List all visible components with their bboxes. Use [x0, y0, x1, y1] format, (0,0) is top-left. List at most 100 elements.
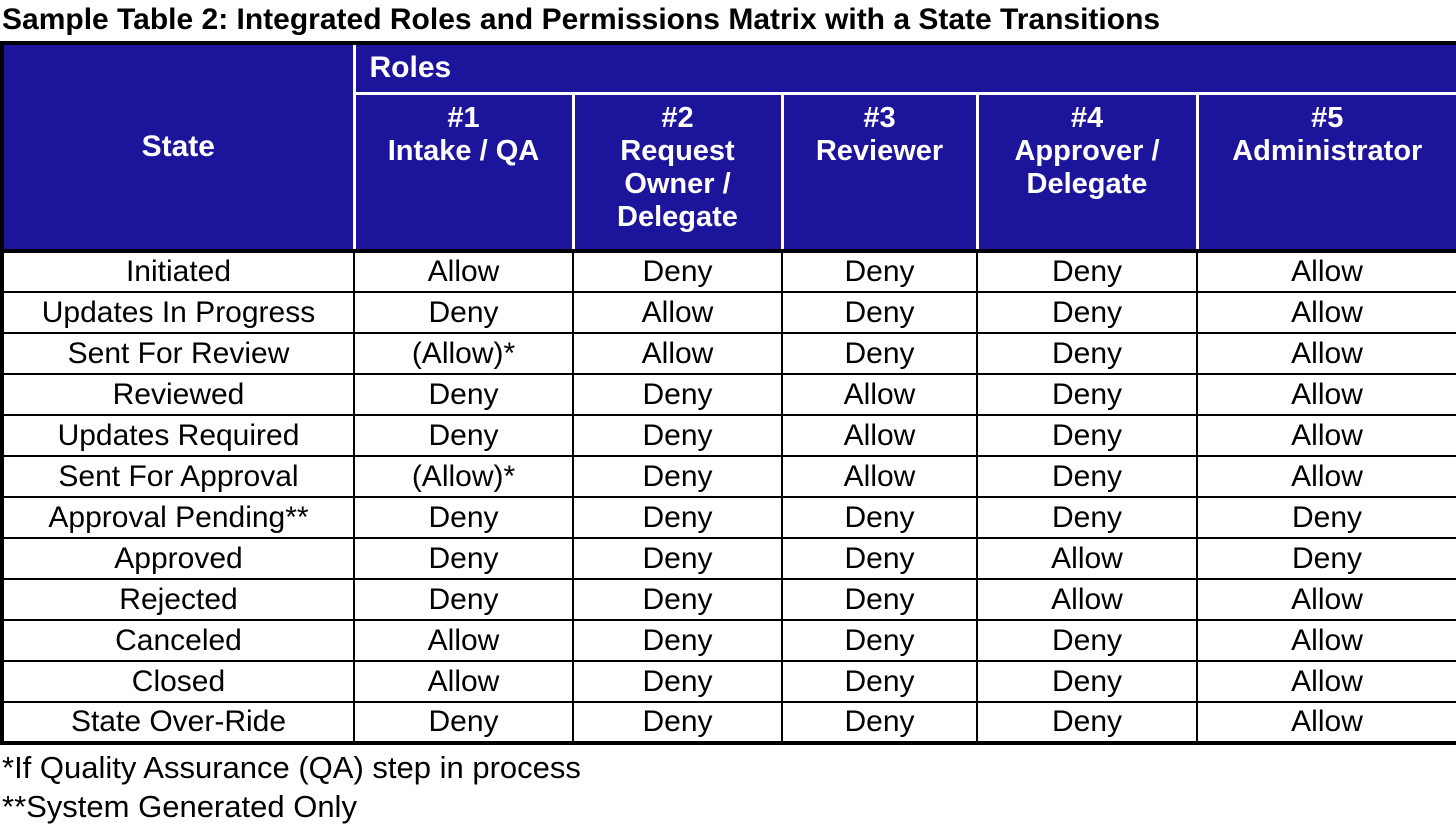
- permission-cell: Deny: [781, 701, 978, 744]
- role-number: #5: [1311, 101, 1344, 134]
- permission-cell: Deny: [353, 414, 574, 457]
- state-cell: Initiated: [1, 250, 355, 293]
- permission-cell: Deny: [781, 619, 978, 662]
- permission-cell: Allow: [1195, 250, 1456, 293]
- state-cell: Reviewed: [1, 373, 355, 416]
- table-row: Sent For Approval (Allow)* Deny Allow De…: [1, 455, 1456, 498]
- role-number: #4: [1070, 101, 1104, 134]
- table-row: Approved Deny Deny Deny Allow Deny: [1, 537, 1456, 580]
- table-row: Updates Required Deny Deny Allow Deny Al…: [1, 414, 1456, 457]
- table-row: Canceled Allow Deny Deny Deny Allow: [1, 619, 1456, 662]
- state-column-header: State: [0, 41, 356, 253]
- permission-cell: Deny: [353, 291, 574, 334]
- permissions-matrix-table: State Roles #1 Intake / QA #2 Request Ow…: [0, 41, 1456, 745]
- permission-cell: Deny: [572, 537, 783, 580]
- table-row: Sent For Review (Allow)* Allow Deny Deny…: [1, 332, 1456, 375]
- matrix-body: Initiated Allow Deny Deny Deny Allow Upd…: [1, 250, 1456, 744]
- permission-cell: Allow: [353, 660, 574, 703]
- state-cell: Approved: [1, 537, 355, 580]
- footnotes: *If Quality Assurance (QA) step in proce…: [0, 745, 1456, 826]
- permission-cell: Deny: [572, 373, 783, 416]
- role-name: Reviewer: [815, 134, 944, 167]
- table-title: Sample Table 2: Integrated Roles and Per…: [2, 3, 1161, 36]
- permission-cell: Deny: [353, 701, 574, 744]
- table-row: Closed Allow Deny Deny Deny Allow: [1, 660, 1456, 703]
- role-number: #2: [661, 101, 694, 134]
- role-name: Administrator: [1232, 134, 1423, 167]
- permission-cell: Deny: [976, 660, 1198, 703]
- state-cell: Canceled: [1, 619, 355, 662]
- permission-cell: Deny: [976, 496, 1198, 539]
- permission-cell: Deny: [572, 660, 783, 703]
- permission-cell: Deny: [781, 496, 978, 539]
- role-name: Request Owner / Delegate: [617, 134, 738, 233]
- role-columns-row: #1 Intake / QA #2 Request Owner / Delega…: [2, 91, 1456, 253]
- permission-cell: Deny: [976, 332, 1198, 375]
- permission-cell: Allow: [781, 414, 978, 457]
- permission-cell: Deny: [353, 537, 574, 580]
- matrix-header: State Roles #1 Intake / QA #2 Request Ow…: [0, 41, 1456, 253]
- table-row: Rejected Deny Deny Deny Allow Allow: [1, 578, 1456, 621]
- role-name: Approver / Delegate: [1014, 134, 1160, 200]
- table-row: Reviewed Deny Deny Allow Deny Allow: [1, 373, 1456, 416]
- role-number: #3: [863, 101, 896, 134]
- permission-cell: Allow: [1195, 332, 1456, 375]
- permission-cell: Allow: [1195, 660, 1456, 703]
- permission-cell: Deny: [976, 619, 1198, 662]
- permission-cell: Allow: [781, 373, 978, 416]
- permission-cell: Deny: [781, 578, 978, 621]
- permission-cell: Deny: [353, 373, 574, 416]
- state-cell: Updates Required: [1, 414, 355, 457]
- permission-cell: Allow: [1195, 414, 1456, 457]
- permission-cell: Deny: [353, 578, 574, 621]
- permission-cell: Deny: [572, 701, 783, 744]
- role-number: #1: [447, 101, 480, 134]
- permission-cell: Allow: [1195, 619, 1456, 662]
- permission-cell: Deny: [976, 250, 1198, 293]
- table-row: State Over-Ride Deny Deny Deny Deny Allo…: [1, 701, 1456, 744]
- state-cell: Updates In Progress: [1, 291, 355, 334]
- permission-cell: Allow: [353, 250, 574, 293]
- permission-cell: Deny: [781, 660, 978, 703]
- permission-cell: Deny: [781, 537, 978, 580]
- state-cell: Sent For Approval: [1, 455, 355, 498]
- permission-cell: Deny: [781, 291, 978, 334]
- permission-cell: Allow: [1195, 578, 1456, 621]
- permission-cell: Deny: [572, 619, 783, 662]
- role-column-header-3: #3 Reviewer: [780, 91, 979, 253]
- state-cell: State Over-Ride: [1, 701, 355, 744]
- permission-cell: Allow: [1195, 701, 1456, 744]
- permission-cell: Deny: [572, 250, 783, 293]
- role-column-header-1: #1 Intake / QA: [352, 91, 575, 253]
- permission-cell: Deny: [781, 332, 978, 375]
- permission-cell: Deny: [976, 455, 1198, 498]
- permission-cell: Deny: [976, 701, 1198, 744]
- footnote-qa: *If Quality Assurance (QA) step in proce…: [2, 750, 581, 785]
- permission-cell: (Allow)*: [353, 455, 574, 498]
- permission-cell: Deny: [1195, 537, 1456, 580]
- state-cell: Sent For Review: [1, 332, 355, 375]
- permission-cell: Allow: [1195, 455, 1456, 498]
- footnote-system-generated: **System Generated Only: [2, 789, 357, 824]
- permission-cell: Deny: [572, 578, 783, 621]
- state-cell: Closed: [1, 660, 355, 703]
- permission-cell: Allow: [976, 578, 1198, 621]
- permission-cell: Allow: [353, 619, 574, 662]
- table-row: Initiated Allow Deny Deny Deny Allow: [1, 250, 1456, 293]
- permission-cell: Deny: [572, 455, 783, 498]
- permission-cell: Deny: [572, 414, 783, 457]
- state-cell: Rejected: [1, 578, 355, 621]
- permission-cell: Allow: [976, 537, 1198, 580]
- role-column-header-4: #4 Approver / Delegate: [975, 91, 1199, 253]
- role-column-header-5: #5 Administrator: [1195, 91, 1456, 253]
- table-row: Updates In Progress Deny Allow Deny Deny…: [1, 291, 1456, 334]
- role-name: Intake / QA: [387, 134, 540, 167]
- permission-cell: Deny: [572, 496, 783, 539]
- permission-cell: Allow: [1195, 373, 1456, 416]
- permission-cell: Deny: [976, 291, 1198, 334]
- permission-cell: Allow: [781, 455, 978, 498]
- permission-cell: Allow: [572, 291, 783, 334]
- permission-cell: (Allow)*: [353, 332, 574, 375]
- table-row: Approval Pending** Deny Deny Deny Deny D…: [1, 496, 1456, 539]
